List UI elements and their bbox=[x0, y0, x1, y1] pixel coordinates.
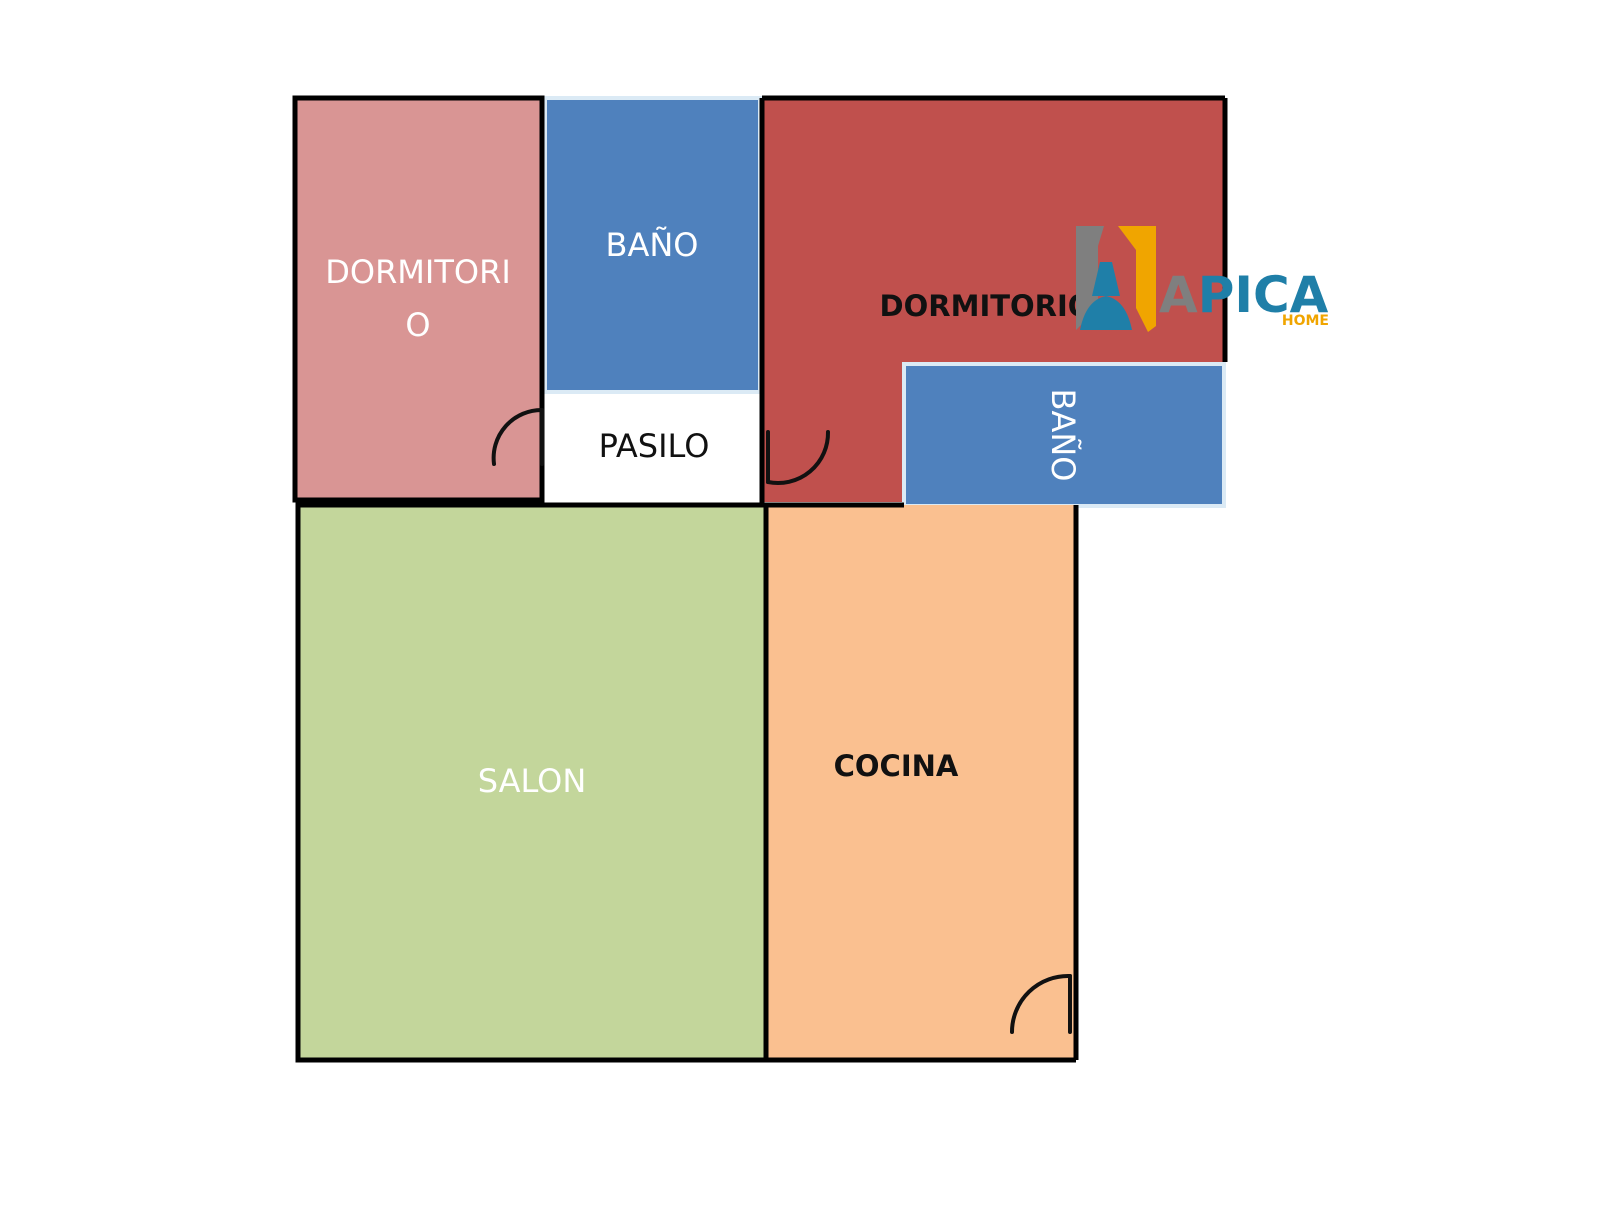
label-bano-top: BAÑO bbox=[606, 226, 699, 264]
room-cocina bbox=[766, 505, 1076, 1060]
label-bano-right: BAÑO bbox=[1044, 389, 1082, 482]
door-arc-dormitorio-right bbox=[766, 430, 831, 485]
walls bbox=[292, 95, 1228, 1063]
room-dormitorio-left bbox=[295, 98, 542, 500]
room-bano-right bbox=[902, 362, 1226, 508]
label-dormitorio-left-line1: DORMITORI bbox=[325, 253, 511, 291]
room-pasilo bbox=[545, 394, 760, 502]
label-dormitorio-right: DORMITORIO bbox=[880, 289, 1093, 323]
room-bano-top bbox=[543, 96, 762, 394]
label-pasilo: PASILO bbox=[599, 427, 710, 465]
logo-sub-text: HOME bbox=[1282, 313, 1329, 329]
logo-blue-arch bbox=[1080, 296, 1132, 330]
room-salon bbox=[298, 505, 766, 1060]
label-dormitorio-left-line2: O bbox=[405, 306, 430, 344]
label-salon: SALON bbox=[478, 762, 587, 800]
logo-blue-peak bbox=[1092, 262, 1120, 296]
label-cocina: COCINA bbox=[834, 749, 959, 783]
door-arc-cocina bbox=[1010, 973, 1072, 1034]
door-arc-dormitorio-left bbox=[491, 407, 544, 466]
logo-brand-text: APICA bbox=[1159, 266, 1329, 324]
apica-logo: APICA HOME bbox=[1076, 226, 1329, 332]
logo-orange-bar bbox=[1118, 226, 1156, 332]
